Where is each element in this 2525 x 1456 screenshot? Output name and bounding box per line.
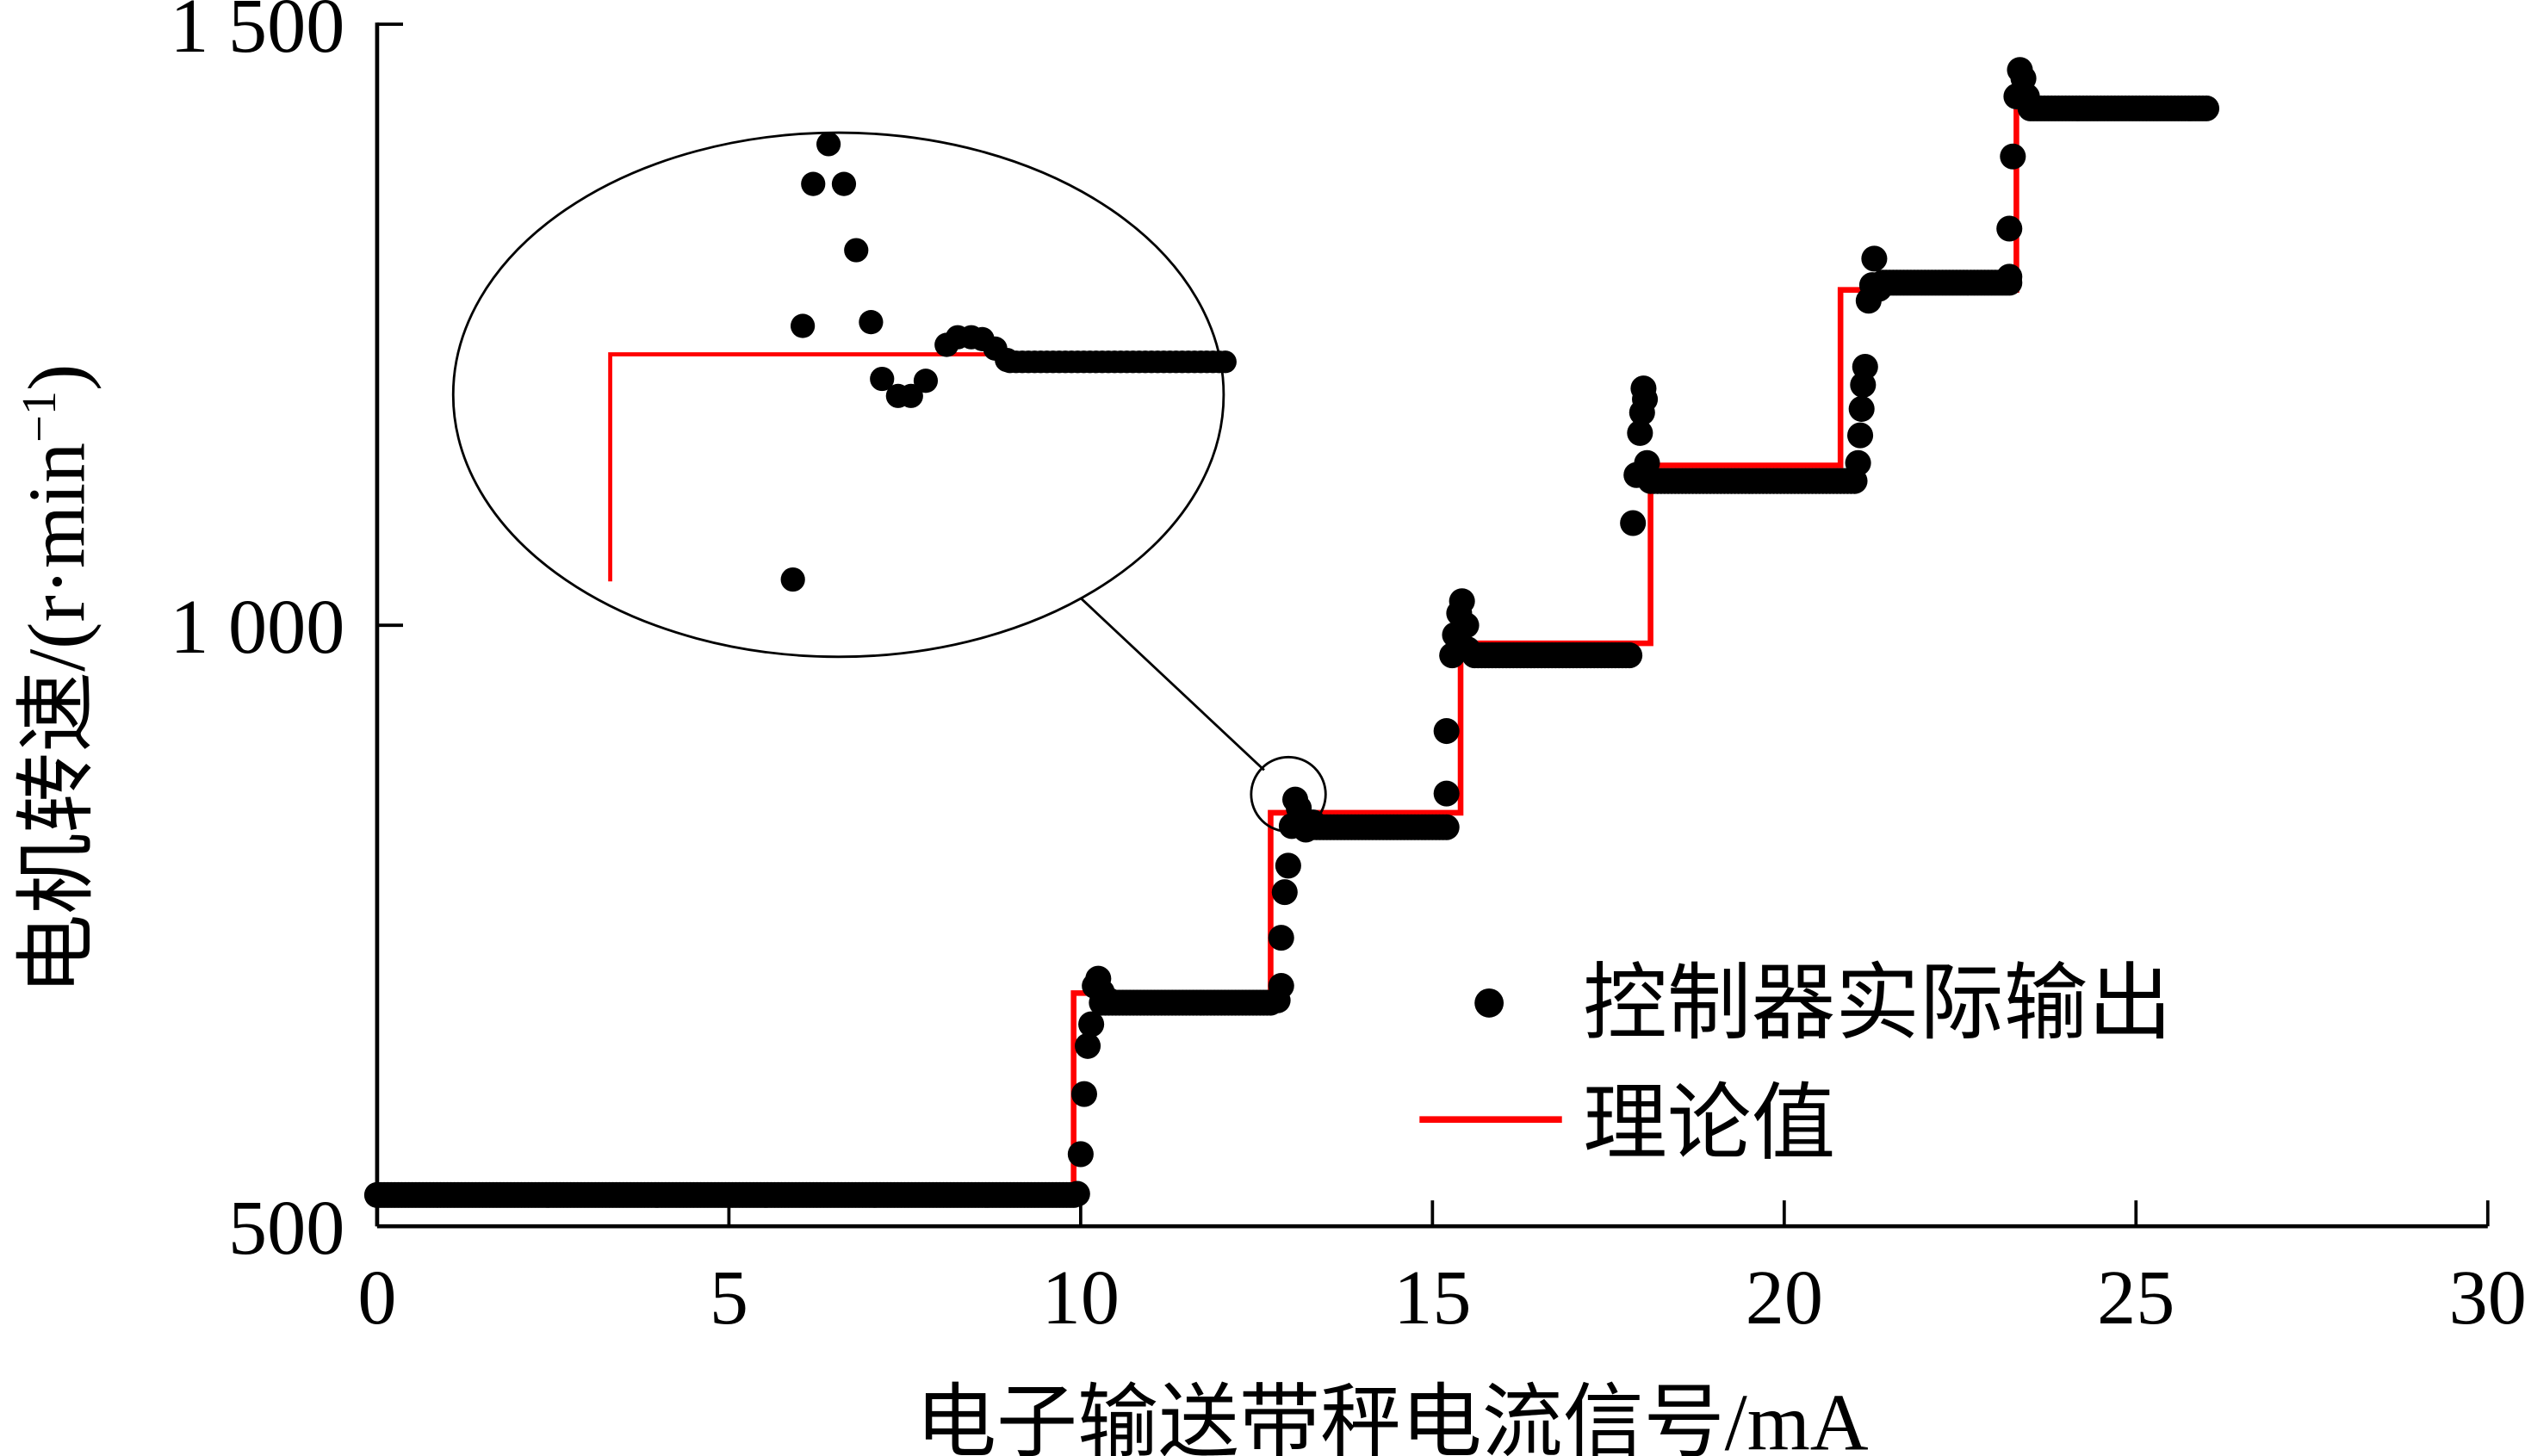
scatter-point bbox=[1848, 395, 1875, 422]
x-axis-label: 电子输送带秤电流信号/mA bbox=[915, 1378, 1869, 1456]
inset-scatter-point bbox=[801, 171, 826, 196]
scatter-point bbox=[1634, 449, 1660, 476]
x-tick-label: 0 bbox=[357, 1255, 396, 1341]
inset-scatter bbox=[780, 132, 1237, 592]
scatter-point bbox=[1433, 780, 1460, 807]
scatter-point bbox=[1268, 925, 1294, 951]
inset-scatter-point bbox=[913, 369, 939, 393]
scatter-point bbox=[1620, 510, 1647, 536]
scatter-point bbox=[2193, 95, 2220, 121]
inset-scatter-point bbox=[995, 347, 1020, 373]
scatter-point bbox=[1268, 972, 1294, 1000]
x-tick-label: 20 bbox=[1746, 1255, 1823, 1341]
y-axis-label: 电机转速/(r·min−1) bbox=[13, 364, 102, 995]
inset-scatter-point bbox=[1213, 350, 1237, 374]
scatter-point bbox=[1627, 419, 1653, 446]
scatter-series bbox=[363, 57, 2220, 1208]
y-axis-label-close: ) bbox=[13, 364, 102, 391]
y-axis-label-sup: −1 bbox=[13, 391, 66, 443]
scatter-point bbox=[1861, 245, 1888, 272]
inset-scatter-point bbox=[780, 567, 805, 592]
x-tick-label: 15 bbox=[1393, 1255, 1471, 1341]
scatter-point bbox=[1632, 386, 1659, 412]
legend-theory-label: 理论值 bbox=[1583, 1078, 1835, 1171]
scatter-point bbox=[2013, 83, 2040, 109]
scatter-point bbox=[1433, 718, 1460, 745]
scatter-point bbox=[1449, 588, 1475, 615]
y-tick-label: 1 000 bbox=[170, 584, 344, 670]
ticks: 0 5 10 15 20 25 30 500 1 000 1 500 bbox=[170, 0, 2525, 1341]
zoom-inset bbox=[451, 131, 1327, 833]
zoom-target-circle bbox=[1250, 755, 1327, 833]
y-axis-label-main: 电机转速/(r·min bbox=[13, 443, 102, 995]
inset-connector-line bbox=[1080, 598, 1265, 771]
scatter-point bbox=[1275, 852, 1301, 879]
scatter-point bbox=[1433, 814, 1460, 840]
legend-scatter-label: 控制器实际输出 bbox=[1583, 958, 2172, 1051]
scatter-point bbox=[1064, 1180, 1090, 1207]
scatter-point bbox=[1996, 263, 2023, 290]
scatter-point bbox=[1078, 1011, 1105, 1038]
inset-scatter-point bbox=[816, 132, 841, 157]
scatter-point bbox=[1095, 987, 1122, 1013]
scatter-point bbox=[1455, 636, 1481, 663]
scatter-point bbox=[1852, 354, 1878, 381]
scatter-point bbox=[1847, 422, 1874, 449]
scatter-point bbox=[1616, 642, 1643, 669]
legend-scatter-marker bbox=[1474, 988, 1504, 1018]
scatter-point bbox=[2000, 143, 2026, 170]
legend: 控制器实际输出 理论值 bbox=[1419, 958, 2172, 1171]
y-tick-label: 1 500 bbox=[170, 0, 344, 69]
x-tick-label: 10 bbox=[1042, 1255, 1120, 1341]
x-tick-label: 25 bbox=[2097, 1255, 2174, 1341]
y-tick-label: 500 bbox=[228, 1185, 344, 1271]
scatter-point bbox=[1070, 1081, 1097, 1107]
x-tick-label: 30 bbox=[2449, 1255, 2525, 1341]
scatter-point bbox=[1271, 879, 1298, 906]
inset-scatter-point bbox=[859, 310, 884, 335]
x-tick-label: 5 bbox=[710, 1255, 748, 1341]
inset-scatter-point bbox=[831, 171, 857, 196]
inset-scatter-point bbox=[898, 383, 923, 408]
scatter-point bbox=[1453, 612, 1480, 639]
scatter-point bbox=[1996, 215, 2023, 242]
inset-scatter-point bbox=[791, 313, 816, 338]
scatter-point bbox=[1075, 1032, 1101, 1059]
scatter-point bbox=[1845, 449, 1871, 476]
inset-scatter-point bbox=[870, 366, 895, 392]
inset-scatter-point bbox=[844, 238, 869, 263]
inset-ellipse bbox=[451, 131, 1225, 659]
scatter-point bbox=[1067, 1141, 1094, 1168]
scatter-point bbox=[1866, 276, 1893, 302]
